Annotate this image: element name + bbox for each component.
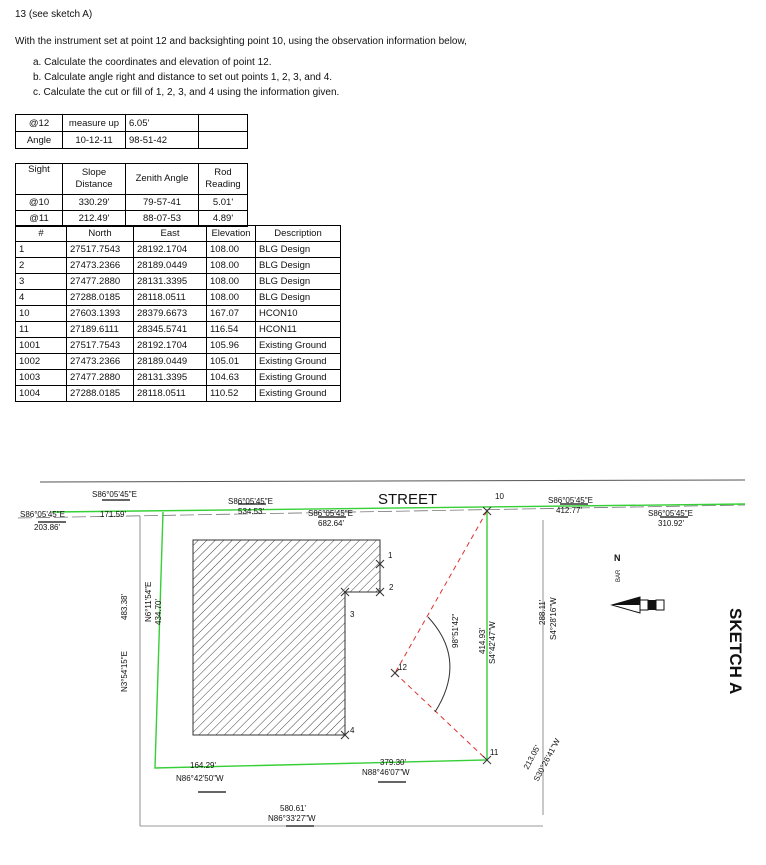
point-label: 11 [490, 748, 499, 757]
distance-label: 164.29' [190, 761, 216, 770]
angle-arc [427, 616, 451, 713]
setup-cell: Angle [15, 131, 63, 149]
svg-text:BAR: BAR [616, 569, 622, 582]
distance-label: 483.38' [120, 594, 129, 620]
bearing-arrows [38, 499, 688, 827]
street-centerline [39, 479, 746, 483]
property-line-parcel [154, 511, 488, 769]
street-label: STREET [378, 491, 437, 508]
street-line [17, 504, 746, 519]
obs-header: Sight [15, 163, 63, 195]
bearing-label: S86°05'45"E [228, 497, 273, 506]
survey-points [340, 506, 492, 765]
task-c: c. Calculate the cut or fill of 1, 2, 3,… [33, 87, 340, 98]
distance-label: 682.64' [318, 519, 344, 528]
bearing-label: N6°11'54"E [144, 582, 153, 622]
bearing-label: S86°05'45"E [20, 510, 65, 519]
observation-table: Sight Slope Distance Zenith Angle Rod Re… [15, 163, 248, 227]
point-label: 3 [350, 610, 355, 619]
point-label: 1 [388, 551, 393, 560]
coord-cell: Existing Ground [255, 353, 341, 370]
bearing-label: N88°46'07"W [362, 768, 410, 777]
north-arrow-icon: N BAR [610, 553, 665, 614]
foresight-line [394, 672, 488, 761]
distance-label: 534.53' [238, 507, 264, 516]
angle-label: 98°51'42" [451, 614, 460, 648]
backsight-line [394, 510, 488, 674]
property-line-north [51, 503, 746, 513]
bearing-label: S4°28'16"W [549, 597, 558, 640]
point-label: 10 [495, 492, 504, 501]
bearing-label: S86°05'45"E [548, 496, 593, 505]
distance-label: 580.61' [280, 804, 306, 813]
point-label: 12 [398, 663, 407, 672]
task-b: b. Calculate angle right and distance to… [33, 72, 333, 83]
task-a: a. Calculate the coordinates and elevati… [33, 57, 272, 68]
bearing-label: N3°54'15"E [120, 651, 129, 692]
coord-header: Description [255, 225, 341, 242]
empty-cell [198, 131, 248, 149]
problem-title: 13 (see sketch A) [15, 9, 93, 20]
sketch-label: SKETCH A [726, 608, 745, 694]
svg-text:N: N [614, 553, 621, 563]
bearing-label: S86°05'45"E [648, 509, 693, 518]
bearing-label: S4°42'47"W [488, 621, 497, 664]
bearing-label: S30°26'41"W [532, 737, 562, 783]
bearing-label: S86°05'45"E [308, 509, 353, 518]
distance-label: 203.86' [34, 523, 60, 532]
distance-label: 412.77' [556, 506, 582, 515]
distance-label: 288.11' [538, 599, 547, 625]
distance-label: 434.70' [154, 599, 163, 625]
point-label: 4 [350, 726, 355, 735]
bearing-label: S86°05'45"E [92, 490, 137, 499]
setup-cell: 10-12-11 [62, 131, 126, 149]
distance-label: 414.93' [478, 628, 487, 654]
building-footprint [192, 539, 381, 736]
obs-header: Slope Distance [62, 163, 126, 195]
obs-cell: 5.01' [198, 194, 248, 211]
obs-header: Rod Reading [198, 163, 248, 195]
distance-label: 171.59' [100, 510, 126, 519]
problem-intro: With the instrument set at point 12 and … [15, 36, 467, 47]
distance-label: 379.30' [380, 758, 406, 767]
bearing-label: N86°33'27"W [268, 814, 316, 823]
point-label: 2 [389, 583, 394, 592]
bearing-label: N86°42'50"W [176, 774, 224, 783]
distance-label: 310.92' [658, 519, 684, 528]
coord-cell: Existing Ground [255, 385, 341, 402]
